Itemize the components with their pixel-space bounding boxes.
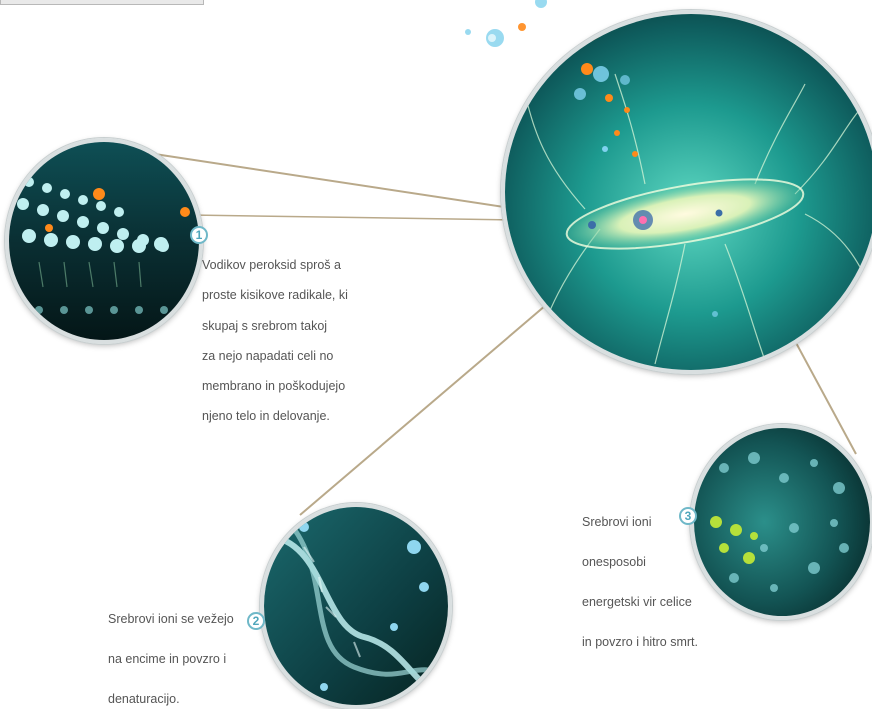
callout-3-line: Srebrovi ioni (582, 515, 651, 529)
callout-1-line: proste kisikove radikale, ki (202, 288, 348, 302)
callout-badge-1: 1 (190, 226, 208, 244)
zoom-circle-2-enzyme (260, 503, 452, 709)
callout-2-line: na encime in povzro i (108, 652, 226, 666)
callout-1-line: membrano in poškodujejo (202, 379, 345, 393)
bacterium-main-circle (501, 10, 872, 374)
zoom-circle-3-energy (690, 424, 872, 620)
callout-3-line: onesposobi (582, 555, 646, 569)
callout-1-line: njeno telo in delovanje. (202, 409, 330, 423)
callout-2-line: denaturacijo. (108, 692, 180, 706)
callout-3-line: energetski vir celice (582, 595, 692, 609)
callout-1-line: Vodikov peroksid sproš a (202, 258, 341, 272)
callout-3-line: in povzro i hitro smrt. (582, 635, 698, 649)
callout-1-line: za nejo napadati celi no (202, 349, 333, 363)
callout-badge-3: 3 (679, 507, 697, 525)
callout-badge-2: 2 (247, 612, 265, 630)
zoom-circle-1-membrane (5, 138, 203, 344)
callout-2-line: Srebrovi ioni se vežejo (108, 612, 234, 626)
callout-1-line: skupaj s srebrom takoj (202, 319, 327, 333)
